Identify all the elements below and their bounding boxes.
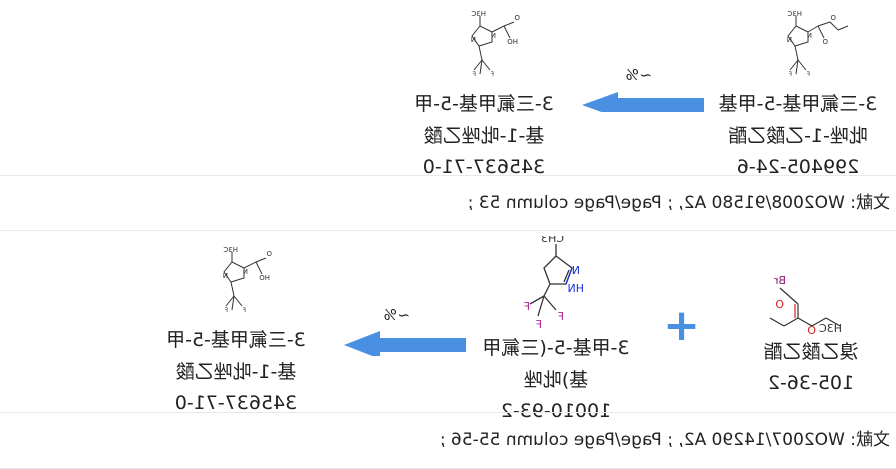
cas-number: 105-36-2 [767,372,855,394]
svg-text:H3C: H3C [819,322,842,335]
plus-sign: + [663,300,700,351]
svg-text:N: N [223,272,228,280]
compound-name-line1: 3-甲基-5-(三氟甲 [482,337,630,359]
reactant-ethyl-bromoacetate[interactable]: H3C O O Br 溴乙酸乙酯 105-36-2 [746,256,876,398]
compound-name-line1: 溴乙酸乙酯 [763,341,859,363]
structure-ethyl-ester: H3C O O N N F F [787,10,849,78]
svg-text:O: O [266,250,272,258]
svg-text:HN: HN [568,282,585,295]
reaction-2: H3C O O Br 溴乙酸乙酯 105-36-2 + [0,230,896,422]
compound-name-line2: 基-1-吡唑乙酸 [423,125,545,147]
source-row-1: 文献: WO2008/91580 A2, ; Page/Page column … [0,175,896,231]
compound-name-line2: 基)吡唑 [523,369,589,391]
source-label: 文献: [850,430,890,450]
svg-text:F: F [536,318,542,331]
svg-text:F: F [224,307,228,314]
svg-text:N: N [243,268,248,276]
svg-text:N: N [787,36,792,44]
svg-text:F: F [788,71,792,78]
source-citation-1[interactable]: 文献: WO2008/91580 A2, ; Page/Page column … [468,176,890,230]
source-label: 文献: [850,193,890,213]
compound-name-line2: 吡唑-1-乙酸乙酯 [728,125,868,147]
structure-acid: H3C HO O N N F F [223,246,272,314]
svg-text:H3C: H3C [787,10,802,18]
svg-text:H3C: H3C [223,246,238,254]
svg-text:Br: Br [773,274,786,287]
reaction-arrow-1: ~% [579,66,704,112]
svg-text:F: F [806,71,810,78]
source-citation-2[interactable]: 文献: WO2007/14290 A2, ; Page/Page column … [440,413,890,467]
svg-text:O: O [830,14,836,22]
svg-text:CH3: CH3 [541,236,564,245]
source-row-2: 文献: WO2007/14290 A2, ; Page/Page column … [0,412,896,469]
compound-name-line2: 基-1-吡唑乙酸 [175,361,297,383]
svg-text:N: N [491,32,496,40]
structure-ethyl-bromoacetate: H3C O O Br [769,274,842,336]
svg-text:N: N [807,32,812,40]
product-acid-2[interactable]: H3C HO O N N F F 3-三氟甲基-5-甲 基-1-吡唑乙酸 345… [146,244,326,418]
reactant-methyl-trifluoromethyl-pyrazole[interactable]: CH3 N HN F F F 3-甲基-5-(三氟甲 基)吡唑 10010-93… [466,236,646,426]
svg-text:O: O [514,14,520,22]
source-text[interactable]: WO2008/91580 A2, ; Page/Page column 53 ; [467,193,845,213]
compound-name-line1: 3-三氟甲基-5-甲 [414,93,554,115]
svg-text:F: F [490,71,494,78]
svg-text:N: N [572,264,580,277]
reactant-ethyl-ester[interactable]: H3C O O N N F F 3-三氟甲基-5-甲基 吡唑-1-乙酸乙酯 29… [708,8,888,182]
svg-text:HO: HO [507,38,518,46]
reaction-arrow-2: ~% [341,306,466,356]
right-arrow-icon [582,92,704,112]
svg-text:F: F [558,310,564,323]
svg-text:HO: HO [259,274,270,282]
svg-text:F: F [472,71,476,78]
structure-acid: H3C HO O N N F F [471,10,520,78]
svg-text:H3C: H3C [471,10,486,18]
structure-pyrazole: CH3 N HN F F F [524,236,585,331]
svg-text:O: O [807,324,816,336]
svg-text:N: N [471,36,476,44]
compound-name-line1: 3-三氟甲基-5-甲基 [718,93,878,115]
svg-text:F: F [242,307,246,314]
product-acid-1[interactable]: H3C HO O N N F F 3-三氟甲基-5-甲 基-1-吡唑乙酸 345… [394,8,574,182]
reaction-1: H3C O O N N F F 3-三氟甲基-5-甲基 吡唑-1-乙酸乙酯 29… [0,0,896,178]
svg-text:O: O [822,38,828,46]
svg-text:F: F [524,300,530,313]
source-text[interactable]: WO2007/14290 A2, ; Page/Page column 55-5… [439,430,845,450]
svg-text:O: O [775,298,784,311]
right-arrow-icon [344,331,466,356]
compound-name-line1: 3-三氟甲基-5-甲 [166,329,306,351]
